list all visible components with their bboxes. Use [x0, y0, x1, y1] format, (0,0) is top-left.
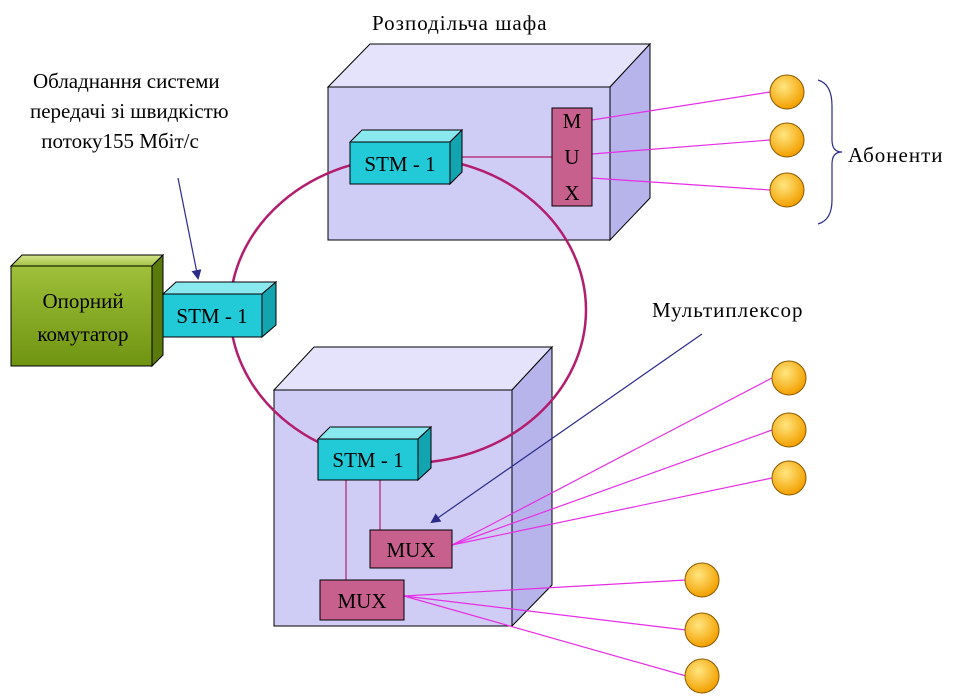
subscriber-icon	[771, 412, 807, 448]
equipment-label-line3: потоку155 Мбіт/с	[36, 129, 199, 153]
equipment-arrow	[177, 177, 202, 280]
multiplexer-label: Мультиплексор	[652, 298, 803, 322]
equipment-label-line1: Обладнання системи	[33, 69, 220, 93]
upper-mux-wires	[451, 377, 773, 546]
stm-left-label: STM - 1	[176, 304, 247, 328]
switch-label-line1: Опорний	[42, 289, 123, 313]
cabinet-label: Розподільча шафа	[372, 11, 548, 35]
stm-bottom-label: STM - 1	[332, 448, 403, 472]
mux-lower: MUX	[319, 579, 405, 621]
mux-vertical-letter-x: X	[564, 181, 579, 205]
subscribers-bottom	[684, 562, 720, 694]
mux-vertical: M U X	[551, 107, 593, 207]
mux-vertical-letter-m: M	[563, 109, 582, 133]
stm-top-label: STM - 1	[364, 152, 435, 176]
bottom-cabinet	[272, 345, 554, 628]
subscriber-icon	[771, 460, 807, 496]
switch-label-line2: комутатор	[37, 322, 128, 346]
mux-upper-label: MUX	[386, 538, 435, 562]
subscriber-icon	[771, 360, 807, 396]
top-mux-wires	[591, 91, 771, 191]
subscriber-icon	[769, 122, 805, 158]
stm-block-bottom: STM - 1	[316, 425, 433, 482]
subscribers-top	[769, 74, 805, 208]
support-switch: Опорний комутатор	[9, 253, 165, 368]
subscribers-middle	[771, 360, 807, 496]
multiplexer-arrow	[430, 333, 703, 524]
bottom-internal-links	[345, 480, 381, 580]
stm-block-left: STM - 1	[161, 280, 278, 339]
subscriber-icon	[684, 612, 720, 648]
subscribers-label: Абоненти	[848, 143, 944, 167]
mux-vertical-letter-u: U	[564, 145, 579, 169]
equipment-label-line2: передачі зі швидкістю	[30, 99, 229, 123]
stm-block-top: STM - 1	[348, 128, 464, 186]
subscriber-icon	[769, 172, 805, 208]
lower-mux-wires	[403, 579, 687, 677]
subscriber-icon	[684, 658, 720, 694]
mux-upper: MUX	[369, 529, 453, 569]
subscriber-icon	[769, 74, 805, 110]
subscriber-icon	[684, 562, 720, 598]
subscribers-brace	[817, 79, 843, 225]
mux-lower-label: MUX	[337, 589, 386, 613]
